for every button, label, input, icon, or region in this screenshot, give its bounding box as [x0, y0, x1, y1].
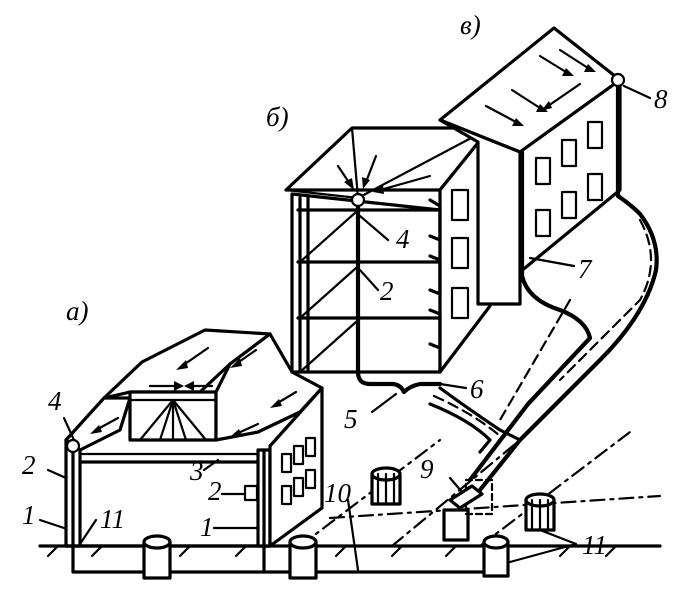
roof-arrows-a	[90, 346, 298, 437]
callout-8: 8	[654, 84, 668, 114]
callout-3: 3	[189, 456, 204, 486]
storm-inlet-9	[442, 478, 494, 542]
callout-1-right: 1	[200, 512, 214, 542]
section-label-v: в)	[460, 10, 481, 40]
wells	[142, 466, 556, 580]
callout-4-tall: 4	[396, 224, 410, 254]
section-label-b: б)	[266, 102, 289, 132]
callout-2-tall: 2	[380, 276, 394, 306]
callout-6: 6	[470, 374, 484, 404]
well-grate-2	[524, 492, 556, 532]
labels: а) б) в) 1 1 2 2 2 3 4 4 5 6 7 8 9 10 11…	[22, 10, 668, 560]
callout-10: 10	[324, 478, 352, 508]
section-label-a: а)	[66, 296, 89, 326]
callout-2-left: 2	[22, 450, 36, 480]
callout-7: 7	[578, 254, 593, 284]
callout-1-left: 1	[22, 500, 36, 530]
callout-2-mid: 2	[208, 476, 222, 506]
drainage-channels	[298, 218, 662, 548]
callout-9: 9	[420, 454, 434, 484]
leader-lines	[38, 84, 652, 572]
well-mid	[288, 534, 318, 580]
callout-11-right: 11	[582, 530, 607, 560]
building-v	[438, 26, 659, 493]
well-left	[142, 534, 172, 580]
callout-4-left: 4	[48, 386, 62, 416]
callout-11-left: 11	[100, 504, 125, 534]
well-right	[482, 534, 510, 578]
roof-arrows-v	[484, 48, 596, 126]
building-b	[284, 126, 492, 395]
well-grate-1	[370, 466, 402, 506]
callout-5: 5	[344, 404, 358, 434]
roof-arrows-b	[336, 154, 432, 194]
